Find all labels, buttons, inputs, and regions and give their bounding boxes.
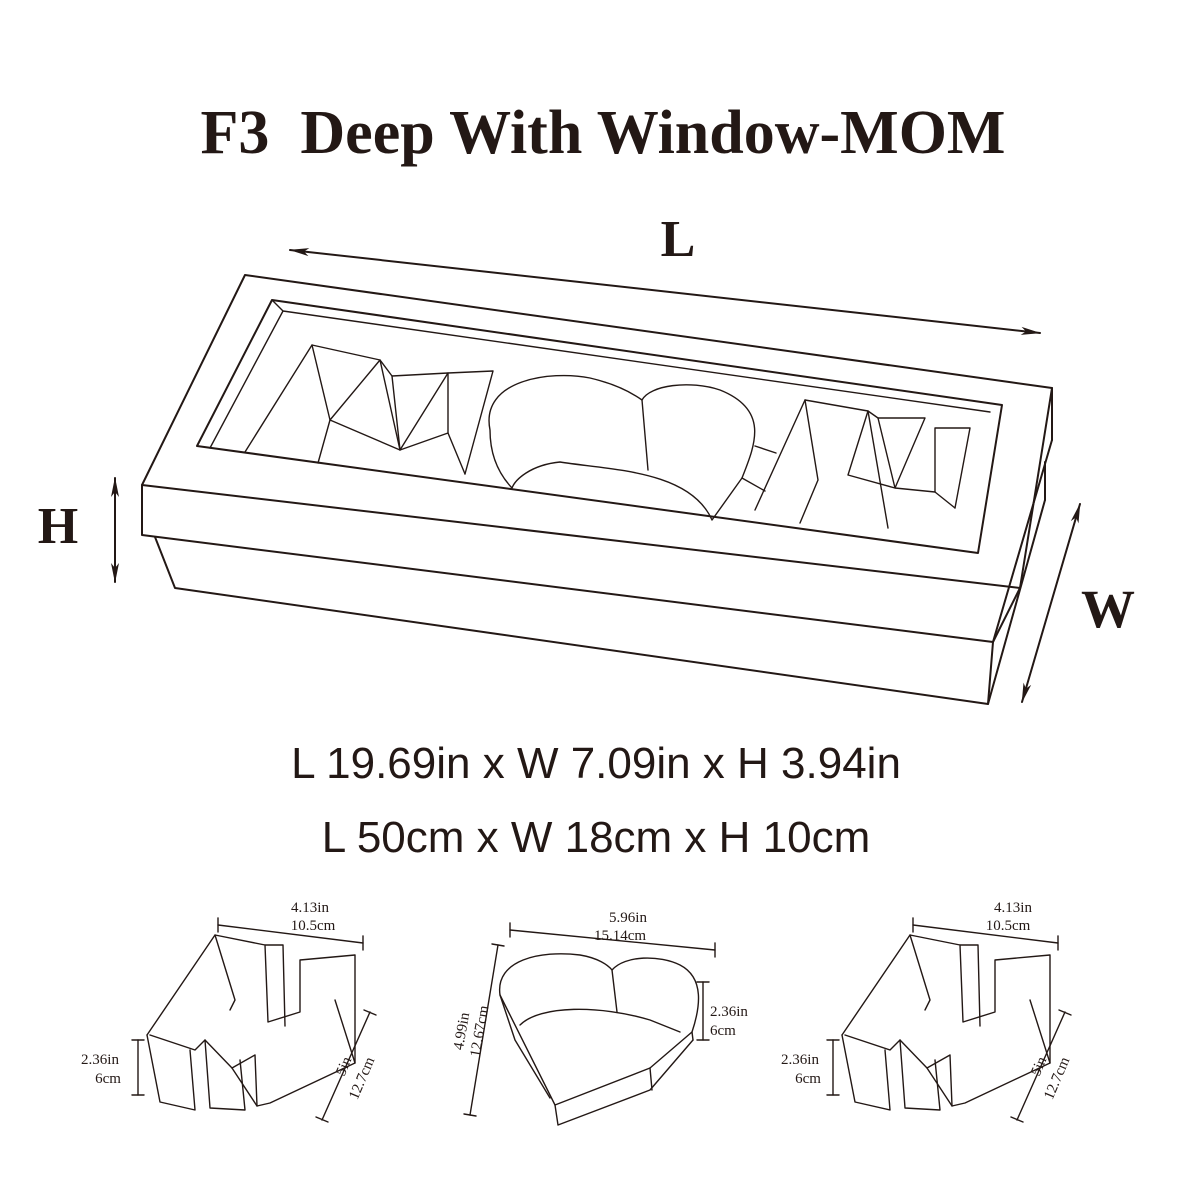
gift-box-drawing: L H W [38,211,1135,705]
dimensions-metric: L 50cm x W 18cm x H 10cm [322,813,871,862]
length-label: L [661,211,696,268]
m-right-top-cm: 10.5cm [986,918,1031,934]
window-opening [196,299,1003,554]
part-m-left: 4.13in 10.5cm 2.36in 6cm 5in 12.7cm [81,900,379,1123]
height-label: H [38,498,78,555]
m-right-height-in: 2.36in [781,1052,819,1068]
m-insert-left [244,344,494,475]
heart-depth-in: 4.99in [451,1011,473,1052]
m-right-top-in: 4.13in [994,900,1032,916]
m-right-depth-in: 5in [1028,1054,1050,1078]
heart-depth-cm: 12.67cm [468,1004,493,1058]
m-right-height-cm: 6cm [795,1071,821,1087]
width-label: W [1081,579,1135,639]
part-heart: 5.96in 15.14cm 2.36in 6cm 4.99in 12.67cm [451,910,748,1126]
part-m-right: 4.13in 10.5cm 2.36in 6cm 5in 12.7cm [781,900,1074,1123]
heart-insert [488,374,777,521]
heart-top-in: 5.96in [609,910,647,926]
page-title: F3 Deep With Window-MOM [201,99,1006,167]
lid-top-face [141,274,1053,589]
heart-height-cm: 6cm [710,1023,736,1039]
heart-top-cm: 15.14cm [594,928,646,944]
dimensions-imperial: L 19.69in x W 7.09in x H 3.94in [291,739,901,788]
m-left-depth-in: 5in [333,1054,355,1078]
width-arrow [1021,503,1081,703]
m-insert-right [754,399,971,529]
m-left-height-in: 2.36in [81,1052,119,1068]
length-arrow [289,248,1041,335]
m-left-height-cm: 6cm [95,1071,121,1087]
m-left-top-cm: 10.5cm [291,918,336,934]
heart-height-in: 2.36in [710,1004,748,1020]
m-left-top-in: 4.13in [291,900,329,916]
